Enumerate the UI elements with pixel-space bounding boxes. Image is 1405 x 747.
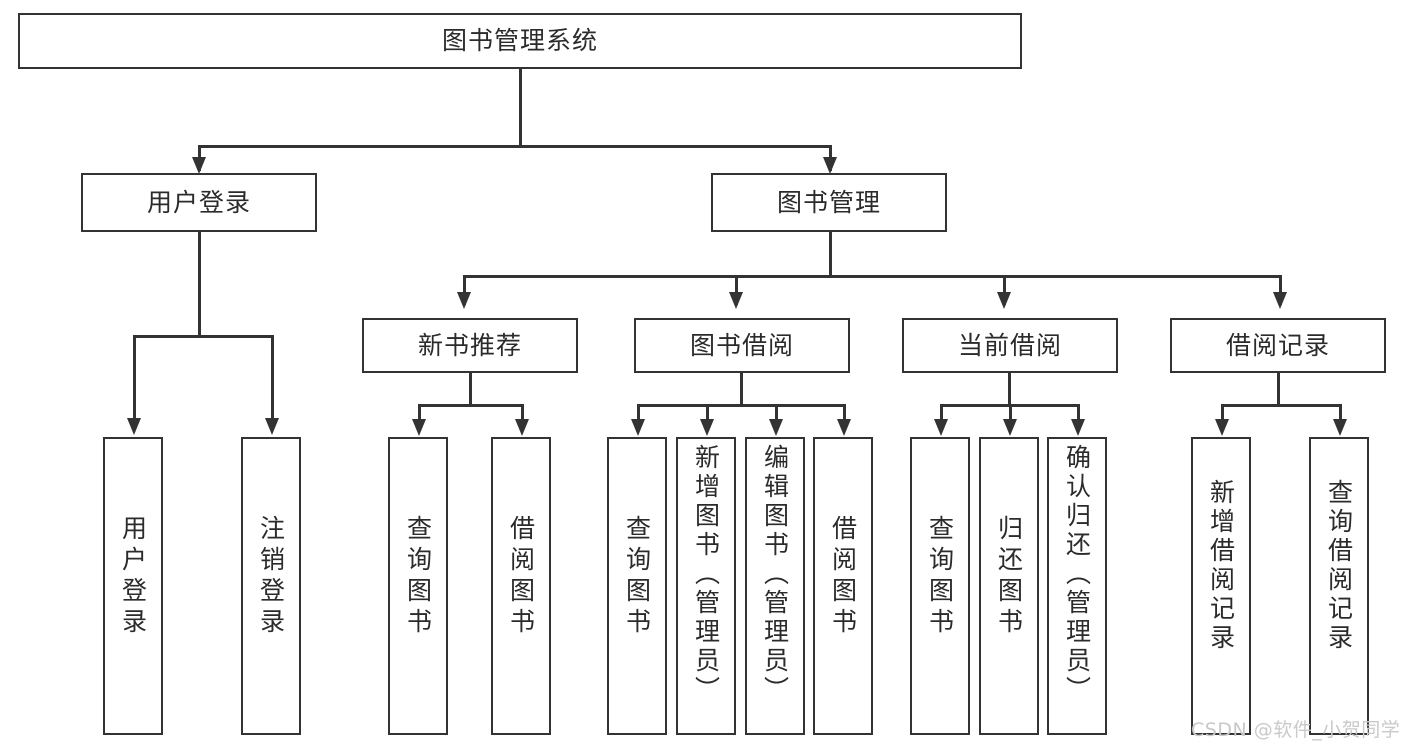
arrow-book-mgmt-to-new-book (457, 292, 471, 309)
connector-book-mgmt-to-current (1003, 275, 1006, 305)
connector-new-book-bar (418, 404, 521, 407)
node-label: 图书借阅 (689, 330, 794, 360)
connector-book-mgmt-to-new-book (463, 275, 466, 305)
arrow-current-borrow-to-leaf-2 (1003, 419, 1017, 436)
leaf-user-login[interactable]: 用户登录 (103, 437, 163, 735)
arrow-user-login-to-leaf-2 (265, 418, 279, 435)
connector-current-borrow-stem (1008, 373, 1011, 406)
connector-current-borrow-to-leaf-2 (1009, 404, 1012, 426)
node-book-borrow[interactable]: 图书借阅 (634, 318, 850, 373)
connector-borrow-record-to-leaf-2 (1339, 404, 1342, 426)
node-current-borrow[interactable]: 当前借阅 (902, 318, 1118, 373)
leaf-query-book-current[interactable]: 查询图书 (910, 437, 970, 735)
connector-user-login-to-leaf-2 (271, 335, 274, 425)
node-label: 归还图书 (994, 515, 1024, 639)
leaf-borrow-book-recommend[interactable]: 借阅图书 (491, 437, 551, 735)
arrow-root-to-user-login (192, 157, 206, 174)
arrow-root-to-book-mgmt (823, 157, 837, 174)
node-label: 用户登录 (146, 187, 251, 217)
connector-book-mgmt-bar (463, 275, 1280, 278)
connector-root-bar (198, 145, 831, 148)
leaf-query-borrow-record[interactable]: 查询借阅记录 (1309, 437, 1369, 735)
connector-book-borrow-to-leaf-3 (775, 404, 778, 426)
arrow-book-borrow-to-leaf-3 (769, 419, 783, 436)
node-label: 当前借阅 (957, 330, 1062, 360)
leaf-query-book-recommend[interactable]: 查询图书 (388, 437, 448, 735)
connector-book-borrow-to-leaf-2 (706, 404, 709, 426)
node-new-book-recommend[interactable]: 新书推荐 (362, 318, 578, 373)
arrow-new-book-to-leaf-2 (515, 419, 529, 436)
arrow-book-borrow-to-leaf-1 (631, 419, 645, 436)
node-book-management[interactable]: 图书管理 (711, 173, 947, 232)
arrow-book-mgmt-to-current (997, 292, 1011, 309)
node-label: 查询图书 (925, 515, 955, 639)
node-label: 新增借阅记录 (1206, 479, 1236, 653)
connector-borrow-record-stem (1277, 373, 1280, 406)
connector-book-borrow-to-leaf-1 (637, 404, 640, 426)
leaf-add-borrow-record[interactable]: 新增借阅记录 (1191, 437, 1251, 735)
node-label: 图书管理 (776, 187, 881, 217)
watermark: CSDN @软件_小贺同学 (1191, 719, 1401, 741)
node-label: 借阅图书 (828, 515, 858, 639)
connector-new-book-to-leaf-2 (521, 404, 524, 426)
arrow-current-borrow-to-leaf-1 (934, 419, 948, 436)
arrow-user-login-to-leaf-1 (127, 418, 141, 435)
connector-user-login-stem (198, 232, 201, 336)
leaf-borrow-book[interactable]: 借阅图书 (813, 437, 873, 735)
arrow-book-borrow-to-leaf-4 (837, 419, 851, 436)
arrow-book-mgmt-to-borrow (729, 292, 743, 309)
node-label: 注销登录 (256, 515, 286, 639)
arrow-book-borrow-to-leaf-2 (700, 419, 714, 436)
node-label: 用户登录 (118, 515, 148, 639)
arrow-borrow-record-to-leaf-2 (1333, 419, 1347, 436)
leaf-logout[interactable]: 注销登录 (241, 437, 301, 735)
arrow-book-mgmt-to-record (1273, 292, 1287, 309)
connector-user-login-to-leaf-1 (133, 335, 136, 425)
leaf-edit-book-admin[interactable]: 编辑图书（管理员） (745, 437, 805, 735)
arrow-borrow-record-to-leaf-1 (1215, 419, 1229, 436)
connector-book-mgmt-stem (829, 232, 832, 277)
leaf-confirm-return-admin[interactable]: 确认归还（管理员） (1047, 437, 1107, 735)
node-label: 借阅记录 (1225, 330, 1330, 360)
leaf-add-book-admin[interactable]: 新增图书（管理员） (676, 437, 736, 735)
arrow-new-book-to-leaf-1 (412, 419, 426, 436)
node-user-login[interactable]: 用户登录 (81, 173, 317, 232)
node-label: 编辑图书（管理员） (760, 444, 790, 705)
node-label: 查询借阅记录 (1324, 479, 1354, 653)
node-label: 借阅图书 (506, 515, 536, 639)
leaf-return-book[interactable]: 归还图书 (979, 437, 1039, 735)
arrow-current-borrow-to-leaf-3 (1071, 419, 1085, 436)
connector-current-borrow-to-leaf-3 (1077, 404, 1080, 426)
connector-book-borrow-stem (740, 373, 743, 406)
connector-root-stem (519, 69, 522, 146)
node-label: 确认归还（管理员） (1062, 444, 1092, 705)
node-label: 查询图书 (622, 515, 652, 639)
connector-new-book-stem (469, 373, 472, 406)
connector-book-mgmt-to-record (1279, 275, 1282, 305)
node-label: 查询图书 (403, 515, 433, 639)
node-label: 新增图书（管理员） (691, 444, 721, 705)
node-borrow-record[interactable]: 借阅记录 (1170, 318, 1386, 373)
node-root-system[interactable]: 图书管理系统 (18, 13, 1022, 69)
node-label: 新书推荐 (417, 330, 522, 360)
node-label: 图书管理系统 (441, 26, 598, 55)
connector-user-login-bar (133, 335, 271, 338)
connector-book-borrow-bar (637, 404, 845, 407)
leaf-query-book-borrow[interactable]: 查询图书 (607, 437, 667, 735)
connector-new-book-to-leaf-1 (418, 404, 421, 426)
connector-book-mgmt-to-borrow (735, 275, 738, 305)
connector-borrow-record-bar (1221, 404, 1339, 407)
connector-book-borrow-to-leaf-4 (843, 404, 846, 426)
connector-current-borrow-to-leaf-1 (940, 404, 943, 426)
connector-borrow-record-to-leaf-1 (1221, 404, 1224, 426)
